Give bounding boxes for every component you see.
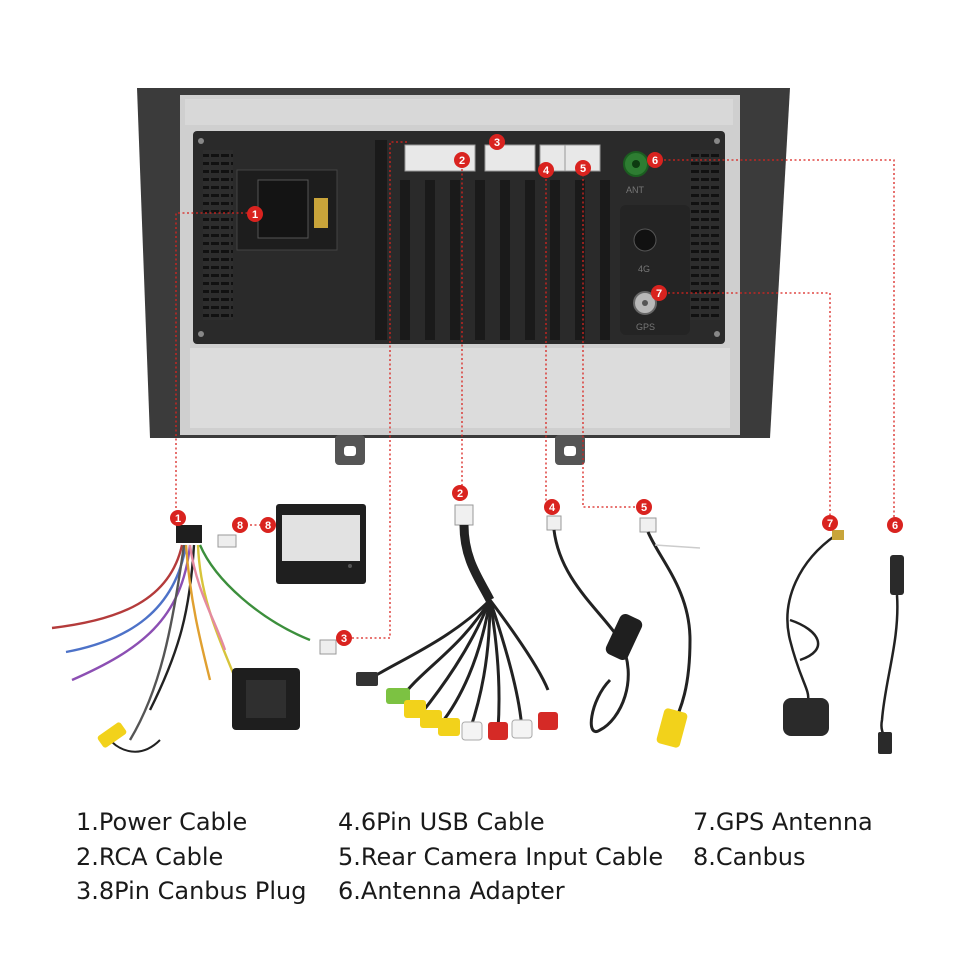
svg-text:3: 3 — [341, 633, 347, 645]
svg-text:5: 5 — [580, 163, 586, 175]
legend-rca-cable: 2.RCA Cable — [76, 843, 224, 871]
badge-5: 5 — [575, 160, 591, 176]
leader-lines — [175, 141, 895, 639]
4g-port-label: 4G — [638, 264, 650, 274]
badge-4-cable: 4 — [544, 499, 560, 515]
svg-text:5: 5 — [641, 502, 647, 514]
svg-text:7: 7 — [656, 288, 662, 300]
svg-text:7: 7 — [827, 518, 833, 530]
gps-receiver — [783, 698, 829, 736]
svg-text:6: 6 — [652, 155, 658, 167]
badge-2: 2 — [454, 152, 470, 168]
badge-6: 6 — [647, 152, 663, 168]
badge-6-cable: 6 — [887, 517, 903, 533]
gps-antenna — [783, 530, 844, 736]
badge-8-left: 8 — [232, 517, 248, 533]
usb-cable — [546, 515, 643, 734]
svg-text:8: 8 — [265, 520, 271, 532]
rca-cable — [356, 504, 558, 741]
badge-5-cable: 5 — [636, 499, 652, 515]
antenna-adapter — [878, 555, 904, 754]
badge-1: 1 — [247, 206, 263, 222]
svg-text:3: 3 — [494, 137, 500, 149]
badge-3: 3 — [489, 134, 505, 150]
svg-text:6: 6 — [892, 520, 898, 532]
canbus-socket — [484, 144, 536, 172]
badge-7: 7 — [651, 285, 667, 301]
badge-8-right: 8 — [260, 517, 276, 533]
canbus-box — [276, 504, 366, 584]
svg-text:1: 1 — [175, 513, 181, 525]
legend-usb-cable: 4.6Pin USB Cable — [338, 808, 545, 836]
svg-text:4: 4 — [549, 502, 556, 514]
camera-cable — [639, 517, 701, 748]
4g-port — [633, 228, 657, 252]
svg-text:1: 1 — [252, 209, 258, 221]
badge-7-antenna: 7 — [822, 515, 838, 531]
svg-text:2: 2 — [459, 155, 465, 167]
badge-3-plug: 3 — [336, 630, 352, 646]
badge-2-cable: 2 — [452, 485, 468, 501]
legend-canbus: 8.Canbus — [693, 843, 806, 871]
head-unit: ANT 4G GPS — [137, 88, 790, 465]
svg-text:4: 4 — [543, 165, 550, 177]
badge-1-cable: 1 — [170, 510, 186, 526]
legend-camera-cable: 5.Rear Camera Input Cable — [338, 843, 664, 871]
legend-canbus-plug: 3.8Pin Canbus Plug — [76, 877, 307, 905]
svg-text:8: 8 — [237, 520, 243, 532]
legend-antenna-adapter: 6.Antenna Adapter — [338, 877, 565, 905]
legend-gps-antenna: 7.GPS Antenna — [693, 808, 873, 836]
power-cable — [51, 525, 337, 753]
ant-port-label: ANT — [626, 185, 645, 195]
svg-text:2: 2 — [457, 488, 463, 500]
legend-power-cable: 1.Power Cable — [76, 808, 248, 836]
gps-port-label: GPS — [636, 322, 655, 332]
badge-4: 4 — [538, 162, 554, 178]
